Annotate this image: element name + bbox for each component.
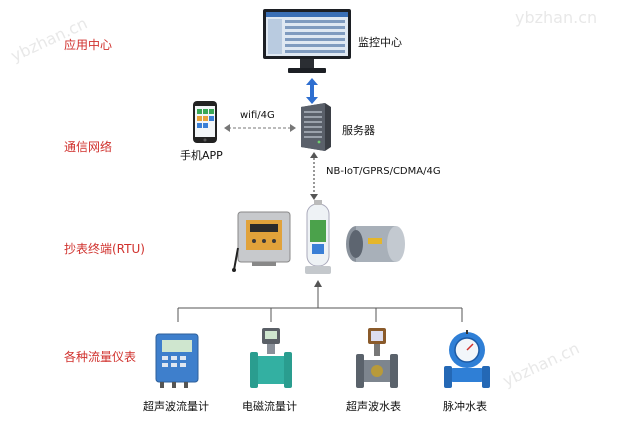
monitor-icon [263,9,351,73]
pulse-water-meter-icon [444,330,490,388]
layer-label-rtu: 抄表终端(RTU) [64,242,145,256]
rtu-box-icon [232,211,291,272]
nbiot-link-label: NB-IoT/GPRS/CDMA/4G [326,166,441,177]
nbiot-link-arrow [310,152,318,200]
server-icon [301,103,331,151]
ultrasonic-water-meter-icon [356,328,398,388]
phone-label: 手机APP [180,149,223,162]
wifi-link-arrow [224,124,296,132]
meter-label-ultrasonic-flowmeter: 超声波流量计 [143,400,209,413]
meter-label-ultrasonic-water-meter: 超声波水表 [346,400,401,413]
electromagnetic-flowmeter-icon [250,328,292,388]
layer-label-meters: 各种流量仪表 [64,350,137,364]
ultrasonic-flowmeter-icon [155,333,199,388]
meter-label-pulse-water-meter: 脉冲水表 [443,400,487,413]
watermark: ybzhan.cn [515,8,598,27]
wifi-link-label: wifi/4G [240,110,275,121]
meter-label-electromagnetic-flowmeter: 电磁流量计 [242,400,297,413]
monitor-label: 监控中心 [358,36,402,49]
double-arrow-icon [306,78,318,104]
layer-label-application: 应用中心 [64,38,113,52]
layer-label-network: 通信网络 [64,140,113,154]
server-label: 服务器 [342,124,375,137]
rtu-cylinder-icon [305,200,331,274]
phone-icon [193,101,217,143]
rtu-tube-icon [346,226,405,262]
